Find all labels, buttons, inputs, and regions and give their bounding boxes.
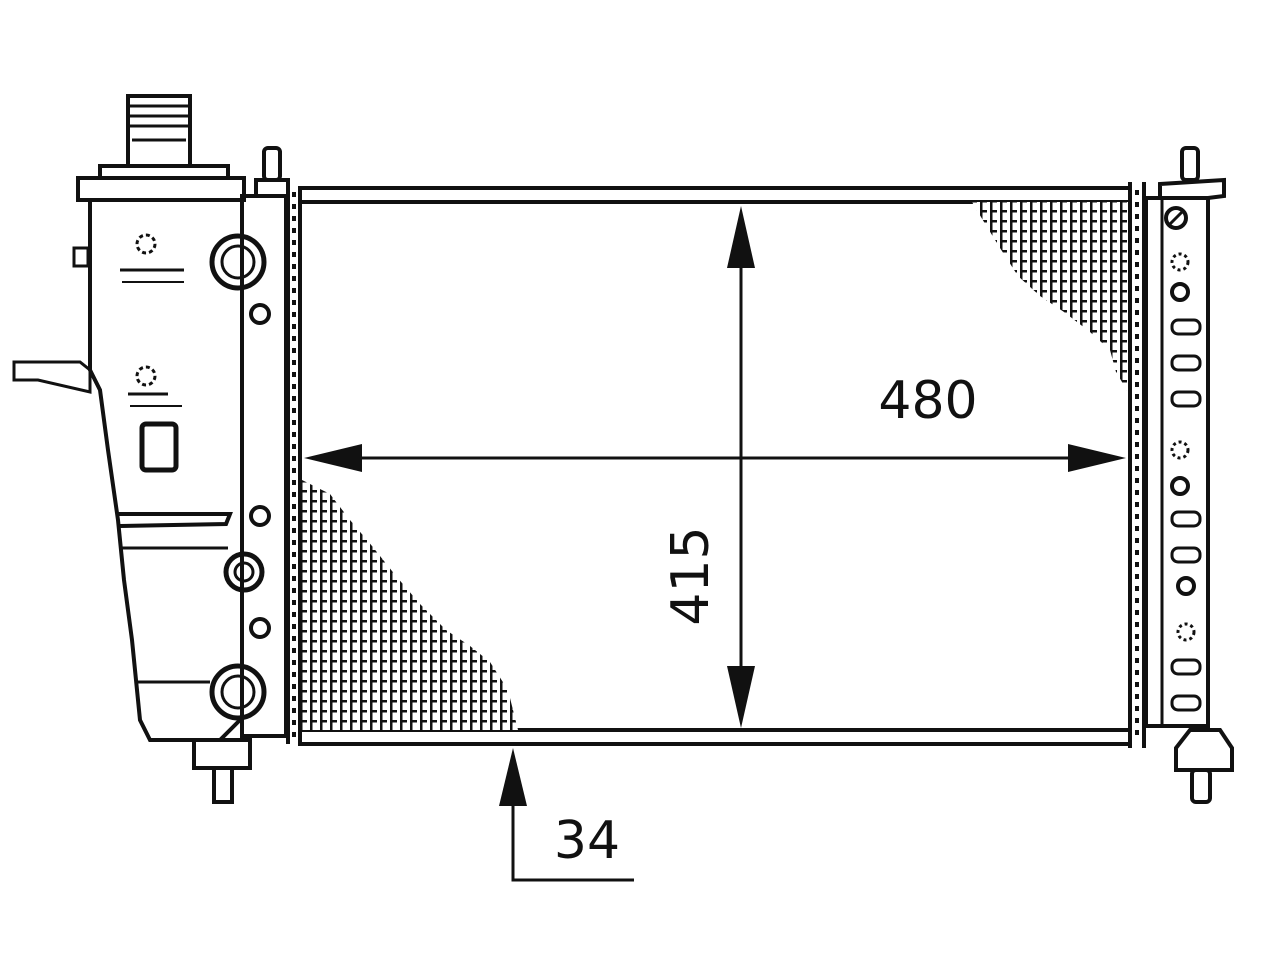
height-dimension-label: 415 [661, 526, 721, 625]
depth-dimension: 34 [499, 748, 634, 882]
expansion-tank [12, 94, 252, 804]
filler-neck [98, 94, 230, 178]
fin-pattern-upper-right [972, 202, 1128, 392]
lower-hose-port [209, 663, 267, 721]
width-dimension: 480 [304, 371, 1126, 472]
radiator-core [298, 186, 1132, 746]
level-mark-max [120, 233, 184, 283]
drain-plug [223, 551, 265, 593]
tube-end-slots [1170, 252, 1202, 712]
fin-pattern-lower-left [302, 480, 518, 730]
depth-dimension-label: 34 [554, 811, 620, 871]
height-dimension: 415 [661, 206, 755, 728]
left-header-tank [209, 146, 302, 744]
level-mark-min [128, 365, 182, 473]
upper-hose-port [209, 233, 267, 291]
right-header-tank [1128, 146, 1234, 804]
width-dimension-label: 480 [878, 371, 977, 431]
